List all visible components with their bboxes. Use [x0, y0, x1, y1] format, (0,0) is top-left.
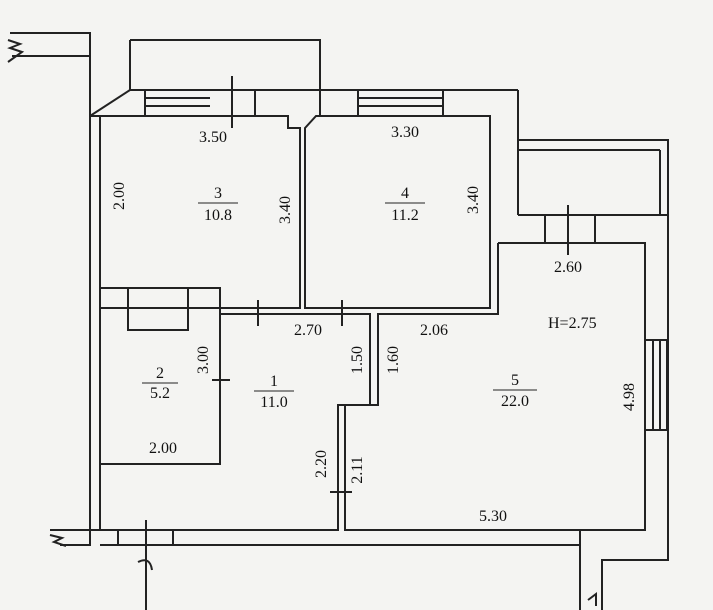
- room-1-number: 1: [270, 373, 278, 390]
- room-1-area: 11.0: [260, 394, 287, 411]
- dim-room3-height: 2.00: [111, 182, 128, 210]
- break-mark-right: [587, 592, 597, 606]
- room-3-number: 3: [214, 185, 222, 202]
- dim-room4-side: 3.40: [465, 186, 482, 214]
- outer-wall-left: [60, 116, 91, 546]
- balcony-right: [518, 139, 669, 216]
- dim-entry-height-b: 2.11: [349, 456, 366, 483]
- dim-corridor-jog: 1.50: [349, 346, 366, 374]
- ceiling-height: H=2.75: [548, 315, 597, 332]
- room-5-area: 22.0: [501, 393, 529, 410]
- room-4-outline: [304, 115, 491, 309]
- room-1-outline: [99, 313, 371, 531]
- break-mark-bottom: [49, 534, 67, 547]
- dim-room5-width: 5.30: [479, 508, 507, 525]
- window-room4: [357, 89, 444, 117]
- dim-room3-width: 3.50: [199, 129, 227, 146]
- window-room5-top: [544, 214, 596, 244]
- dim-room5-jog: 1.60: [385, 346, 402, 374]
- outer-wall: [10, 32, 101, 531]
- room-2-number: 2: [156, 365, 164, 382]
- dim-room2-height: 3.00: [195, 346, 212, 374]
- window-room3: [144, 89, 256, 117]
- dim-room5-height: 4.98: [621, 383, 638, 411]
- dim-room3-side: 3.40: [277, 196, 294, 224]
- dim-room2-width: 2.00: [149, 440, 177, 457]
- dim-entry-height: 2.20: [313, 450, 330, 478]
- room-5-outline: [344, 242, 646, 531]
- dim-room5-top: 2.06: [420, 322, 448, 339]
- balcony-top: [129, 39, 321, 91]
- room-4-number: 4: [401, 185, 409, 202]
- dim-balcony-right-width: 2.60: [554, 259, 582, 276]
- dim-corridor-width: 2.70: [294, 322, 322, 339]
- dim-room4-width: 3.30: [391, 124, 419, 141]
- room-2-area: 5.2: [150, 385, 170, 402]
- room-4-area: 11.2: [391, 207, 418, 224]
- room-5-number: 5: [511, 372, 519, 389]
- window-room5-right: [644, 339, 668, 431]
- break-mark-top: [7, 39, 25, 63]
- room-3-area: 10.8: [204, 207, 232, 224]
